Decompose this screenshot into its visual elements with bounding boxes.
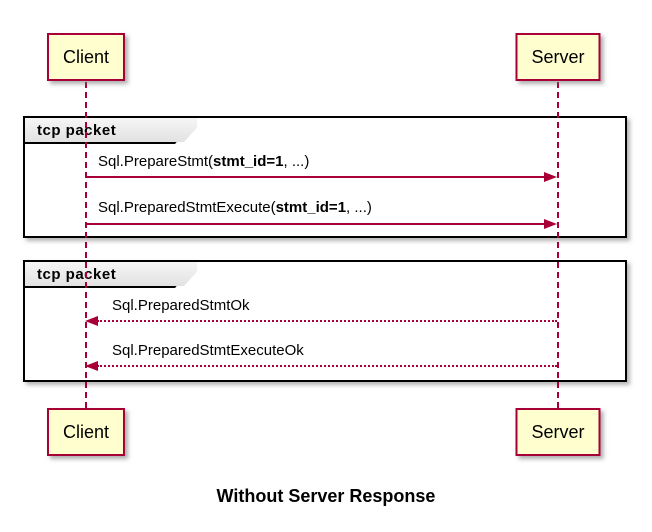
message-arrow-line-dotted — [97, 365, 557, 367]
server-lifeline — [557, 82, 559, 408]
client-lifeline — [85, 82, 87, 408]
message-text: , ...) — [283, 153, 310, 170]
actor-box-server-bottom: Server — [515, 408, 601, 456]
message-text-bold: stmt_id=1 — [213, 153, 284, 170]
frame-tab: tcp packet — [23, 116, 189, 144]
arrowhead-left-icon — [85, 361, 98, 371]
actor-box-client-bottom: Client — [46, 408, 126, 456]
diagram-caption: Without Server Response — [216, 486, 436, 506]
message-arrow-line — [86, 223, 544, 225]
frame-tcp-packet-2: tcp packet — [23, 260, 627, 382]
frame-label: tcp packet — [25, 118, 197, 142]
message-text: Sql.PreparedStmtExecute( — [98, 199, 276, 216]
message-text: Sql.PrepareStmt( — [98, 153, 214, 170]
message-arrow-line-dotted — [97, 320, 557, 322]
frame-tab: tcp packet — [23, 260, 189, 288]
message-text: Sql.PreparedStmtOk — [112, 297, 250, 314]
message-text: Sql.PreparedStmtExecuteOk — [112, 342, 304, 359]
frame-tcp-packet-1: tcp packet — [23, 116, 627, 238]
arrowhead-left-icon — [85, 316, 98, 326]
message-label-prepared-stmt-execute: Sql.PreparedStmtExecute(stmt_id=1, ...) — [98, 198, 372, 218]
frame-label: tcp packet — [25, 262, 197, 286]
message-label-prepared-stmt-execute-ok: Sql.PreparedStmtExecuteOk — [112, 341, 304, 361]
message-text-bold: stmt_id=1 — [275, 199, 347, 216]
arrowhead-right-icon — [544, 172, 557, 182]
message-label-prepare-stmt: Sql.PrepareStmt(stmt_id=1, ...) — [98, 152, 309, 172]
actor-box-server-top: Server — [515, 33, 601, 81]
message-label-prepared-stmt-ok: Sql.PreparedStmtOk — [112, 296, 250, 316]
message-text: , ...) — [346, 199, 372, 216]
arrowhead-right-icon — [544, 219, 557, 229]
message-arrow-line — [86, 176, 544, 178]
actor-box-client-top: Client — [46, 33, 126, 81]
